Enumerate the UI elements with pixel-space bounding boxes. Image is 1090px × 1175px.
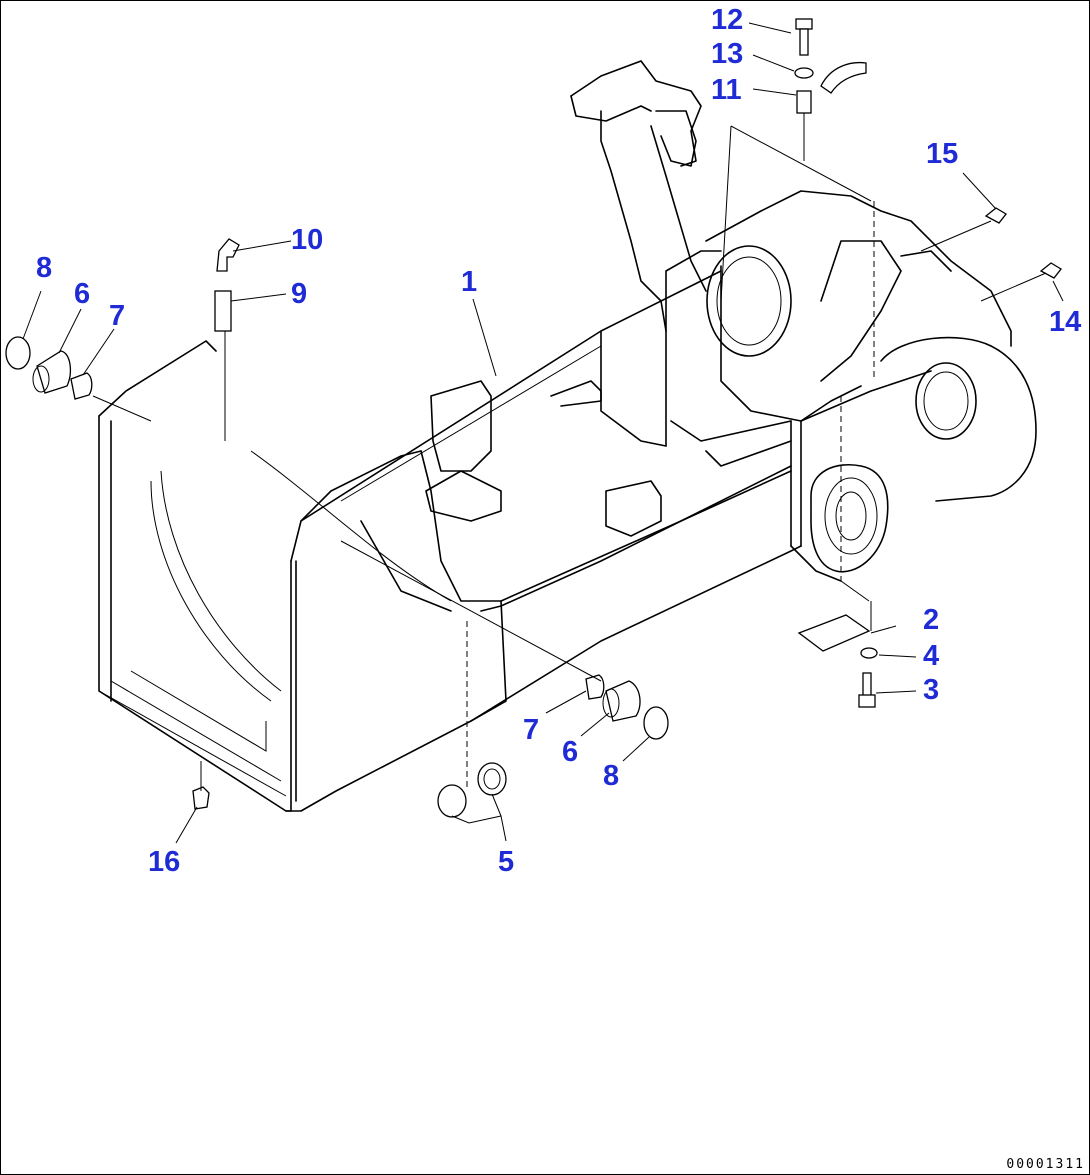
callout-16: 16 <box>148 846 180 878</box>
callout-4: 4 <box>923 640 939 672</box>
callout-5: 5 <box>498 846 514 878</box>
callout-1: 1 <box>461 266 477 298</box>
callout-8-left: 8 <box>36 252 52 284</box>
washer-4 <box>860 647 878 659</box>
callout-6-right: 6 <box>562 736 578 768</box>
loose-parts <box>5 18 1062 818</box>
bolt-12 <box>795 18 813 30</box>
callout-6-left: 6 <box>74 278 90 310</box>
callout-13: 13 <box>711 38 743 70</box>
nipple-14 <box>1039 262 1062 279</box>
adapter-9 <box>214 290 232 332</box>
ring-8-left <box>5 336 31 370</box>
callout-7-left: 7 <box>109 300 125 332</box>
bushing-5a <box>437 784 467 818</box>
cap-11 <box>820 61 867 94</box>
nipple-15 <box>984 207 1007 224</box>
callout-2: 2 <box>923 604 939 636</box>
cover-2 <box>797 614 871 652</box>
leader-lines <box>22 22 1064 844</box>
frame-body <box>98 60 1037 812</box>
washer-13 <box>794 67 814 79</box>
callout-9: 9 <box>291 278 307 310</box>
callout-10: 10 <box>291 224 323 256</box>
bushing-7-right <box>585 674 605 700</box>
elbow-10 <box>216 238 240 272</box>
callout-7-right: 7 <box>523 714 539 746</box>
callout-12: 12 <box>711 4 743 36</box>
bolt-3 <box>862 672 872 698</box>
bushing-6-left <box>36 350 72 394</box>
bushing-7-left <box>70 372 93 400</box>
callouts: 12 13 11 15 14 1 10 9 8 6 7 2 4 3 7 6 8 … <box>36 4 1081 878</box>
callout-3: 3 <box>923 674 939 706</box>
callout-14: 14 <box>1049 306 1081 338</box>
callout-11: 11 <box>711 74 742 106</box>
drawing-code: 00001311 <box>1006 1157 1085 1172</box>
bushing-5b <box>477 762 507 796</box>
callout-15: 15 <box>926 138 958 170</box>
bushing-6-right <box>605 680 641 722</box>
callout-8-right: 8 <box>603 760 619 792</box>
ring-8-right <box>643 706 669 740</box>
